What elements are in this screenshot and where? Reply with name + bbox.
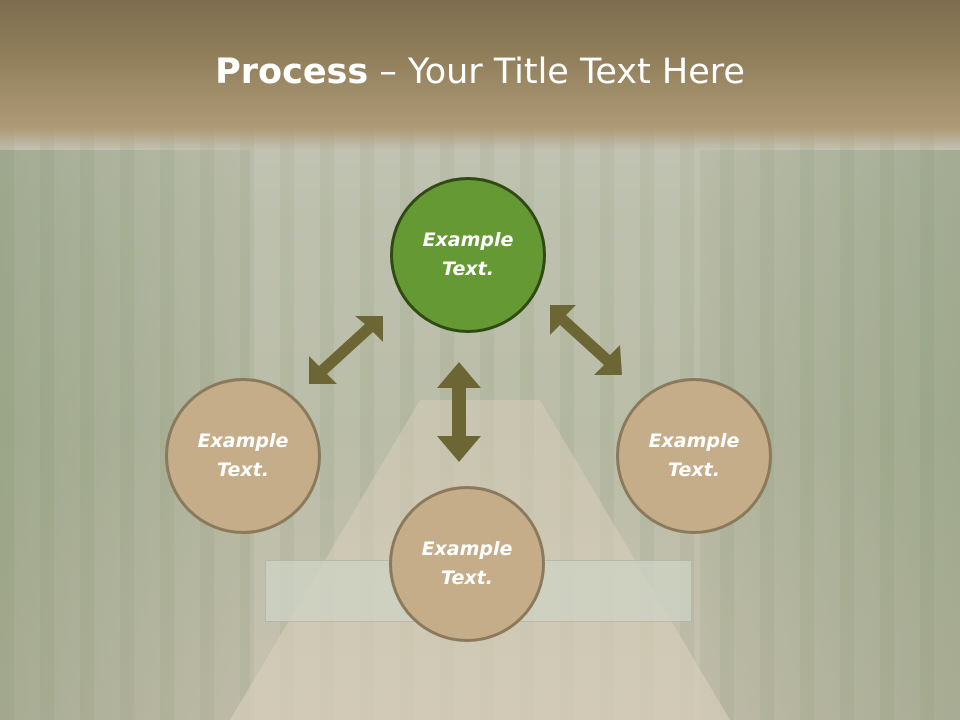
process-node-top[interactable]: Example Text.	[390, 177, 546, 333]
double-arrow-top-left-icon	[309, 316, 383, 384]
double-arrow-vertical-icon	[437, 362, 481, 462]
title-banner	[0, 0, 960, 150]
double-arrow-top-right-icon	[550, 305, 622, 375]
node-left-line2: Text.	[217, 459, 269, 481]
node-bottom-line2: Text.	[441, 567, 493, 589]
title-bold: Process	[215, 52, 369, 92]
node-top-line2: Text.	[442, 258, 494, 280]
node-bottom-line1: Example	[421, 538, 513, 560]
process-node-left[interactable]: Example Text.	[165, 378, 321, 534]
node-right-line2: Text.	[668, 459, 720, 481]
title-rest: Your Title Text Here	[407, 52, 745, 92]
process-node-right[interactable]: Example Text.	[616, 378, 772, 534]
title-separator: –	[368, 52, 408, 92]
node-right-line1: Example	[648, 430, 740, 452]
node-left-line1: Example	[197, 430, 289, 452]
slide-title: Process – Your Title Text Here	[0, 52, 960, 92]
node-top-line1: Example	[422, 229, 514, 251]
process-node-bottom[interactable]: Example Text.	[389, 486, 545, 642]
